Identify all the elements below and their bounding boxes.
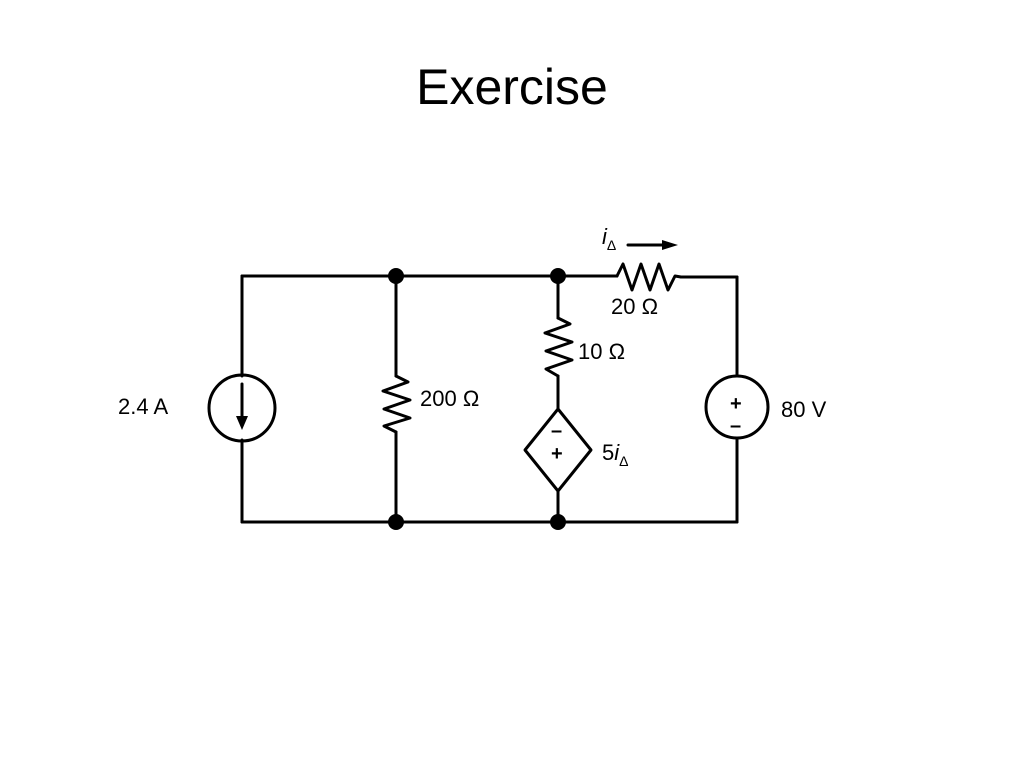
voltage-source-label: 80 V [781,397,827,422]
page-title: Exercise [416,59,608,115]
resistor-10-ohm [543,316,574,378]
node-top-200 [388,268,404,284]
resistor-20-ohm [615,262,683,292]
current-source [207,373,277,443]
resistor-20-label: 20 Ω [611,294,658,319]
resistor-10-label: 10 Ω [578,339,625,364]
dependent-source-label: 5iΔ [602,440,629,469]
current-arrow-icon [626,240,678,250]
node-bottom-200 [388,514,404,530]
dependent-voltage-source [523,407,593,493]
junction-nodes [388,268,566,530]
voltage-source-minus: – [730,415,741,437]
current-indicator-label: iΔ [602,224,616,253]
resistor-200-ohm [381,374,412,434]
node-top-10 [550,268,566,284]
voltage-source-plus: + [730,393,742,415]
dependent-source-minus: – [551,420,562,442]
node-bottom-10 [550,514,566,530]
dependent-source-plus: + [551,443,563,465]
resistor-200-label: 200 Ω [420,386,479,411]
voltage-source [704,374,770,440]
current-source-label: 2.4 A [118,394,168,419]
wires [240,274,739,524]
